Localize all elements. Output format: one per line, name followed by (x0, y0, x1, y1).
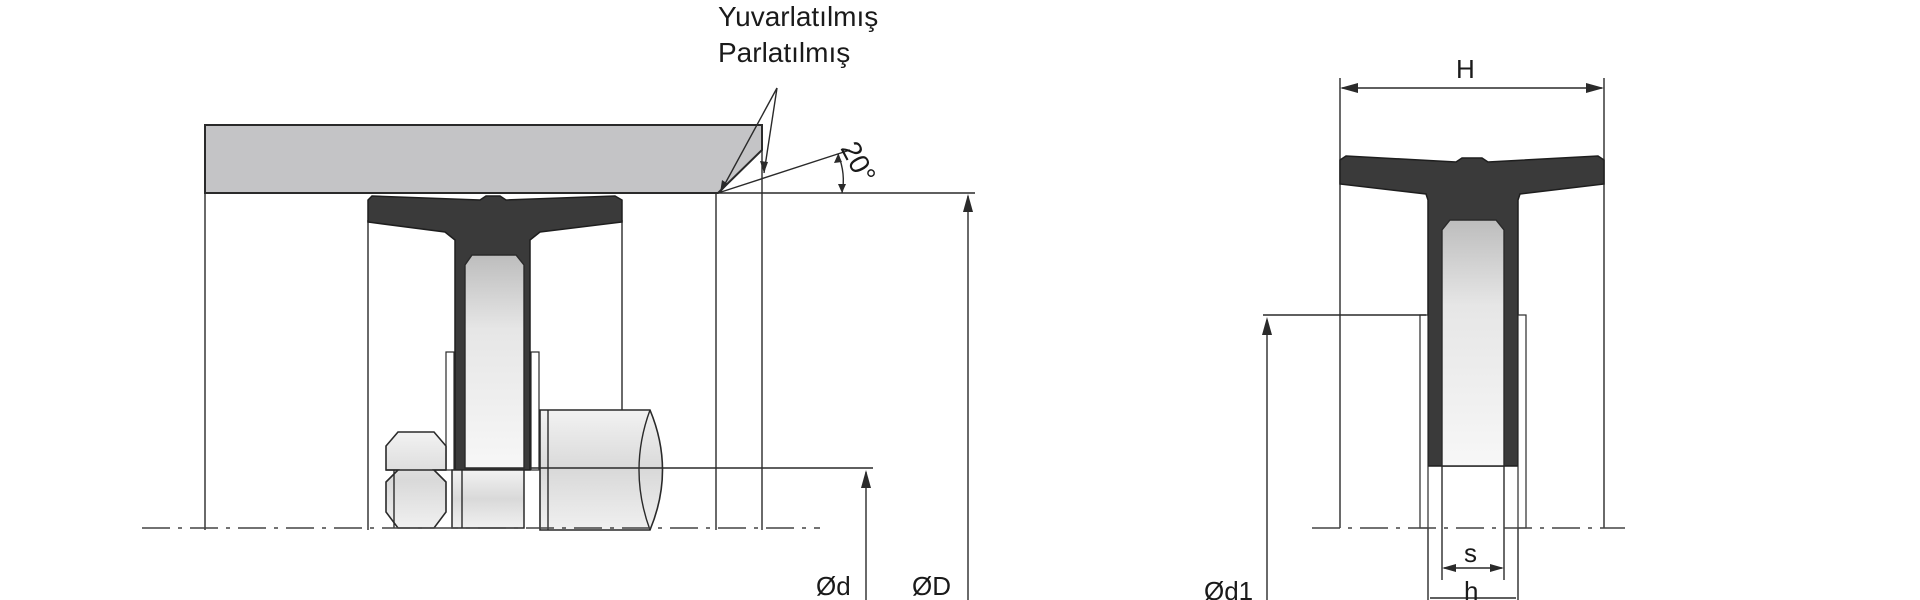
angle-arc-arrow-bottom (838, 184, 846, 193)
angle-label: 20° (835, 136, 882, 188)
seal-slot-right (530, 351, 540, 471)
surface-note-line2: Parlatılmış (718, 37, 850, 68)
surface-leader-2 (763, 87, 778, 174)
angle-ref-slanted (717, 149, 851, 194)
dim-h-label: h (1464, 576, 1478, 600)
seal-section-leg-right (1517, 314, 1527, 529)
cylinder-pin-end (638, 409, 651, 531)
angle-arc-arrow-top (834, 154, 842, 163)
dim-H-label: H (1456, 54, 1475, 84)
seal-section-insert (1441, 219, 1505, 467)
dim-d-label: Ød (816, 571, 851, 600)
H-arrow-right (1586, 83, 1604, 93)
seal-section-leg-left (1419, 314, 1429, 529)
housing-bore (204, 124, 763, 194)
H-arrow-left (1340, 83, 1358, 93)
dim-d1-label: Ød1 (1204, 576, 1253, 600)
hex-nut (385, 431, 447, 529)
seal-section-view: H Ød1 s h (1204, 54, 1625, 600)
surface-leader-1 (719, 87, 778, 194)
surface-note-line1: Yuvarlatılmış (718, 1, 878, 32)
s-arrow-left (1442, 564, 1456, 572)
D-arrow (963, 194, 973, 212)
d1-arrow (1262, 317, 1272, 335)
d-arrow (861, 470, 871, 488)
s-arrow-right (1490, 564, 1504, 572)
seal-slot-left (445, 351, 455, 471)
dim-s-label: s (1464, 538, 1477, 568)
fitting-body (451, 469, 525, 529)
seal-insert (464, 254, 525, 469)
dim-D-label: ØD (912, 571, 951, 600)
surface-leader-arrow-2 (760, 161, 768, 173)
installed-view: Yuvarlatılmış Parlatılmış 20° Ød ØD (142, 1, 975, 600)
surface-leader-arrow-1 (720, 180, 728, 193)
